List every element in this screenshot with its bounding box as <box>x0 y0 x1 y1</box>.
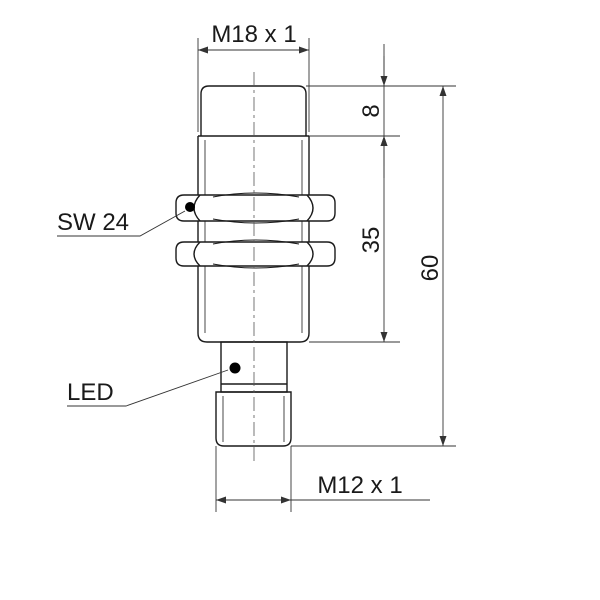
sensing-face-cap <box>200 85 307 136</box>
leader-sw24 <box>57 210 186 237</box>
leader-led <box>67 369 229 407</box>
label-wrench-size: SW 24 <box>57 209 129 236</box>
label-dim-8: 8 <box>358 104 385 117</box>
label-led: LED <box>67 379 114 406</box>
label-dim-35: 35 <box>358 227 385 254</box>
connector-m12 <box>215 391 292 447</box>
hex-nut-upper <box>175 192 336 224</box>
label-dim-60: 60 <box>417 255 444 282</box>
label-thread-top: M18 x 1 <box>211 21 296 48</box>
dimension-lines <box>57 38 456 512</box>
nut-marker-dot <box>185 202 195 212</box>
sensor-outline <box>175 85 336 447</box>
threaded-body <box>197 136 310 343</box>
hex-nut-lower <box>175 239 336 269</box>
led-indicator-dot <box>229 362 241 374</box>
label-thread-bottom: M12 x 1 <box>317 472 402 499</box>
